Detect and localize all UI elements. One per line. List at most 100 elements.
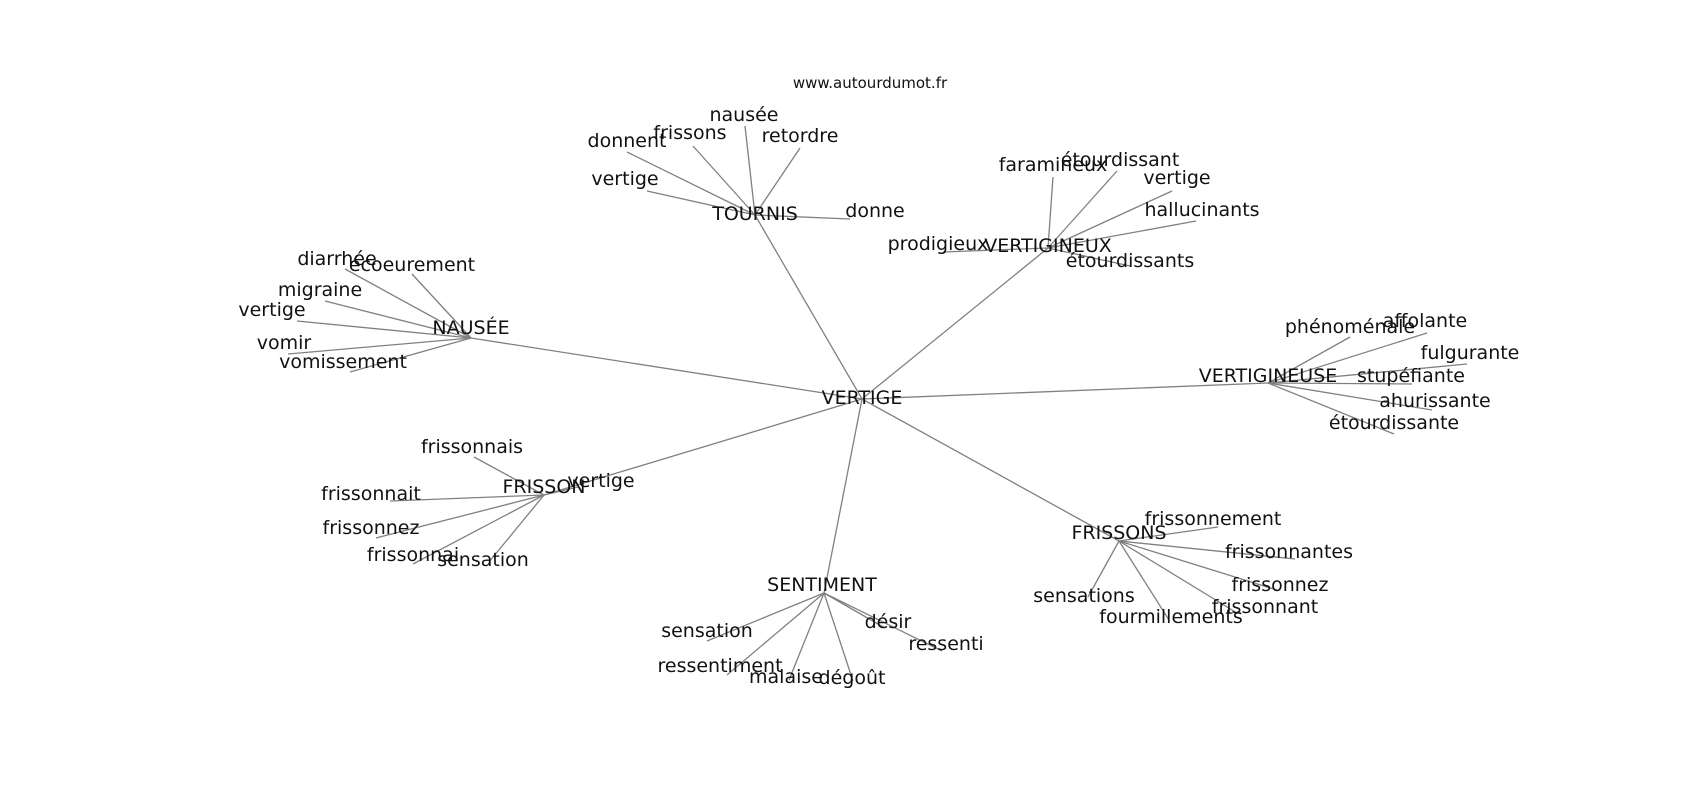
edge-vertigineuse-stupefiante bbox=[1267, 382, 1413, 385]
hub-word-nausee[interactable]: NAUSÉE bbox=[432, 316, 509, 339]
leaf-word-frisson-sensation[interactable]: sensation bbox=[437, 549, 529, 571]
leaf-word-frisson-frissonnait[interactable]: frissonnait bbox=[321, 483, 421, 505]
edge-frissons-frissonnant bbox=[1118, 540, 1238, 614]
hub-word-frisson[interactable]: FRISSON bbox=[502, 476, 585, 498]
edge-nausee-vomissement bbox=[349, 337, 472, 373]
graph-labels: www.autourdumot.fr donnentfrissonsnausée… bbox=[238, 74, 1519, 689]
leaf-word-tournis-donne[interactable]: donne bbox=[845, 200, 904, 222]
edge-vertigineuse-affolante bbox=[1267, 332, 1428, 384]
leaf-word-nausee-vomissement[interactable]: vomissement bbox=[279, 351, 407, 373]
edge-vertigineuse-fulgurante bbox=[1267, 363, 1468, 384]
edge-frissons-fourmillements bbox=[1118, 540, 1170, 621]
edge-vertigineux-hallucinants bbox=[1047, 220, 1197, 249]
edge-frisson-frissonnais bbox=[473, 456, 545, 496]
edge-nausee-ecoeurement bbox=[411, 273, 472, 339]
edge-sentiment-desir bbox=[823, 592, 886, 629]
leaf-word-sentiment-malaise[interactable]: malaise bbox=[749, 666, 823, 688]
leaf-word-vertigineux-etourdissants[interactable]: étourdissants bbox=[1066, 250, 1194, 272]
leaf-word-vertigineuse-etourdissante[interactable]: étourdissante bbox=[1329, 412, 1459, 434]
edge-frisson-frissonnait bbox=[389, 494, 545, 502]
edge-vertige-tournis bbox=[754, 214, 863, 400]
leaf-word-frisson-frissonnez[interactable]: frissonnez bbox=[323, 517, 420, 539]
edge-vertigineuse-phenomenale bbox=[1267, 336, 1351, 384]
leaf-word-frisson-frissonnai[interactable]: frissonnai bbox=[367, 544, 459, 566]
edge-frissons-frissonnement bbox=[1118, 526, 1219, 542]
edge-vertigineux-etourdissant bbox=[1047, 170, 1118, 249]
hub-word-tournis[interactable]: TOURNIS bbox=[711, 203, 798, 225]
edge-tournis-retordre bbox=[754, 147, 801, 216]
leaf-word-frissons-frissonnez[interactable]: frissonnez bbox=[1232, 574, 1329, 596]
hub-word-frissons[interactable]: FRISSONS bbox=[1071, 522, 1166, 544]
leaf-word-vertigineuse-affolante[interactable]: affolante bbox=[1383, 310, 1467, 332]
edge-tournis-vertige bbox=[646, 190, 756, 216]
leaf-word-tournis-retordre[interactable]: retordre bbox=[762, 125, 839, 147]
leaf-word-sentiment-desir[interactable]: désir bbox=[865, 611, 912, 633]
edge-vertigineuse-ahurissante bbox=[1267, 382, 1433, 411]
leaf-word-vertigineuse-fulgurante[interactable]: fulgurante bbox=[1421, 342, 1520, 364]
edge-sentiment-malaise bbox=[788, 592, 825, 681]
edge-sentiment-ressenti bbox=[823, 592, 943, 652]
leaf-word-tournis-vertige[interactable]: vertige bbox=[591, 168, 658, 190]
leaf-word-frissons-frissonnantes[interactable]: frissonnantes bbox=[1225, 541, 1353, 563]
hub-word-vertigineux[interactable]: VERTIGINEUX bbox=[984, 235, 1112, 257]
edge-sentiment-degout bbox=[823, 592, 854, 682]
leaf-word-vertigineuse-stupefiante[interactable]: stupéfiante bbox=[1357, 365, 1465, 387]
leaf-word-tournis-nausee[interactable]: nausée bbox=[709, 104, 778, 126]
hub-word-vertigineuse[interactable]: VERTIGINEUSE bbox=[1199, 365, 1338, 387]
leaf-word-vertigineuse-ahurissante[interactable]: ahurissante bbox=[1379, 390, 1490, 412]
edge-vertigineux-prodigieux bbox=[942, 247, 1049, 253]
edge-nausee-migraine bbox=[324, 300, 472, 339]
edge-tournis-nausee bbox=[744, 125, 756, 216]
leaf-word-sentiment-ressenti[interactable]: ressenti bbox=[908, 633, 983, 655]
leaf-word-vertigineux-etourdissant[interactable]: étourdissant bbox=[1061, 149, 1180, 171]
leaf-word-nausee-vertige[interactable]: vertige bbox=[238, 299, 305, 321]
leaf-word-frissons-frissonnant[interactable]: frissonnant bbox=[1212, 596, 1318, 618]
leaf-word-frisson-frissonnais[interactable]: frissonnais bbox=[421, 436, 523, 458]
edge-frissons-frissonnantes bbox=[1118, 540, 1296, 560]
leaf-word-sentiment-degout[interactable]: dégoût bbox=[819, 667, 886, 689]
edge-sentiment-sensation bbox=[706, 592, 825, 642]
edge-frissons-frissonnez bbox=[1118, 540, 1278, 591]
leaf-word-frissons-sensations[interactable]: sensations bbox=[1033, 585, 1134, 607]
leaf-word-nausee-diarrhee[interactable]: diarrhée bbox=[297, 248, 376, 270]
edge-tournis-donne bbox=[754, 214, 851, 220]
leaf-word-vertigineuse-phenomenale[interactable]: phénoménale bbox=[1285, 316, 1415, 338]
edge-vertigineux-etourdissants bbox=[1047, 247, 1131, 267]
leaf-word-sentiment-ressentiment[interactable]: ressentiment bbox=[657, 655, 782, 677]
edge-vertige-vertigineuse bbox=[861, 382, 1269, 400]
leaf-word-vertigineux-prodigieux[interactable]: prodigieux bbox=[888, 233, 989, 255]
edge-vertigineuse-etourdissante bbox=[1267, 382, 1395, 435]
leaf-word-tournis-donnent[interactable]: donnent bbox=[588, 130, 667, 152]
edge-vertige-sentiment bbox=[823, 398, 863, 594]
edge-frisson-vertige bbox=[543, 486, 579, 496]
leaf-word-nausee-ecoeurement[interactable]: écoeurement bbox=[349, 254, 475, 276]
leaf-word-sentiment-sensation[interactable]: sensation bbox=[661, 620, 753, 642]
edge-frisson-sensation bbox=[488, 494, 545, 563]
edge-vertigineux-faramineux bbox=[1047, 176, 1054, 249]
leaf-word-frisson-vertige[interactable]: vertige bbox=[567, 470, 634, 492]
edge-sentiment-ressentiment bbox=[726, 592, 825, 676]
leaf-word-vertigineux-vertige[interactable]: vertige bbox=[1143, 167, 1210, 189]
edge-frisson-frissonnai bbox=[412, 494, 545, 565]
leaf-word-nausee-vomir[interactable]: vomir bbox=[257, 332, 312, 354]
edge-tournis-donnent bbox=[626, 151, 756, 216]
edge-frisson-frissonnez bbox=[375, 494, 545, 539]
edge-vertige-vertigineux bbox=[861, 247, 1049, 400]
edge-vertige-frissons bbox=[861, 398, 1120, 542]
leaf-word-tournis-frissons[interactable]: frissons bbox=[653, 122, 726, 144]
edge-nausee-diarrhee bbox=[344, 268, 472, 339]
leaf-word-vertigineux-hallucinants[interactable]: hallucinants bbox=[1144, 199, 1259, 221]
leaf-word-frissons-frissonnement[interactable]: frissonnement bbox=[1145, 508, 1282, 530]
edge-vertige-frisson bbox=[543, 398, 863, 496]
leaf-word-vertigineux-faramineux[interactable]: faramineux bbox=[999, 154, 1108, 176]
edge-tournis-frissons bbox=[692, 145, 756, 216]
leaf-word-frissons-fourmillements[interactable]: fourmillements bbox=[1099, 606, 1242, 628]
edge-frissons-sensations bbox=[1087, 540, 1120, 598]
root-word-vertige[interactable]: VERTIGE bbox=[822, 387, 903, 409]
leaf-word-nausee-migraine[interactable]: migraine bbox=[278, 279, 362, 301]
hub-word-sentiment[interactable]: SENTIMENT bbox=[767, 574, 877, 596]
site-url-label[interactable]: www.autourdumot.fr bbox=[793, 74, 948, 92]
edge-vertigineux-vertige bbox=[1047, 190, 1173, 249]
